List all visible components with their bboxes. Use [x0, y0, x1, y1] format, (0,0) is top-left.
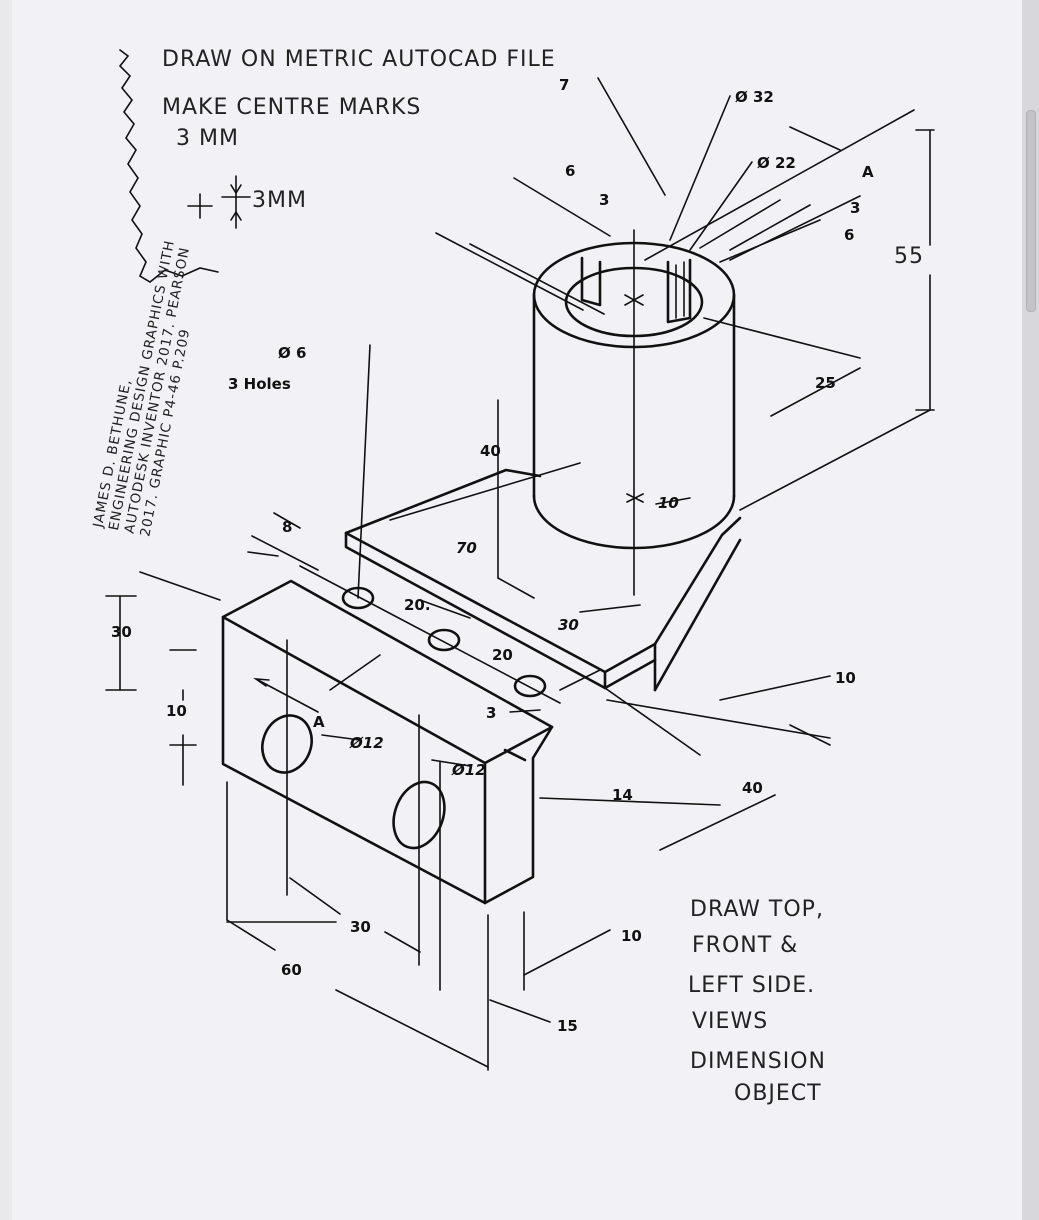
svg-text:FRONT &: FRONT &	[692, 933, 798, 958]
note-line-2: MAKE CENTRE MARKS	[162, 95, 421, 120]
svg-text:VIEWS: VIEWS	[692, 1009, 768, 1034]
dim-7: 7	[559, 76, 569, 94]
dim-30-bottom: 30	[350, 918, 371, 936]
svg-text:DIMENSION: DIMENSION	[690, 1049, 826, 1074]
dim-dia-32: Ø 32	[735, 88, 774, 106]
dim-dia-12-first: Ø12	[349, 734, 384, 752]
dim-20-first: 20.	[404, 596, 431, 614]
dim-20-second: 20	[492, 646, 513, 664]
dim-3-top: 3	[599, 191, 609, 209]
section-label-a-front: A	[313, 713, 325, 731]
wavy-bracket	[118, 49, 219, 283]
dim-70: 70	[456, 539, 477, 557]
svg-text:LEFT SIDE.: LEFT SIDE.	[688, 973, 815, 998]
dim-10-bottom: 10	[621, 927, 642, 945]
dim-15: 15	[557, 1017, 578, 1035]
note-line-1: DRAW ON METRIC AUTOCAD FILE	[162, 47, 556, 72]
paper-sheet	[12, 0, 1022, 1220]
dim-6-top: 6	[565, 162, 575, 180]
centre-mark-sketch	[187, 175, 251, 229]
note-line-3: 3 MM	[176, 126, 239, 151]
dim-40-vertical: 40	[480, 442, 501, 460]
dim-25: 25	[815, 374, 836, 392]
dim-14: 14	[612, 786, 633, 804]
instructions-note: DRAW TOP, FRONT & LEFT SIDE. VIEWS DIMEN…	[688, 897, 826, 1106]
hole-count: 3 Holes	[228, 375, 291, 393]
section-label-a-top: A	[862, 163, 874, 181]
dim-30-right: 30	[558, 616, 579, 634]
front-holes	[261, 639, 446, 966]
hole-diameter: Ø 6	[278, 344, 306, 362]
dim-40-right: 40	[742, 779, 763, 797]
dim-3-right: 3	[850, 199, 860, 217]
svg-text:DRAW TOP,: DRAW TOP,	[690, 897, 824, 922]
dim-8: 8	[282, 518, 292, 536]
top-holes	[299, 565, 561, 704]
dim-55: 55	[894, 244, 924, 269]
dim-3-notch: 3	[486, 704, 496, 722]
object-outline	[221, 241, 742, 905]
dim-10-left: 10	[166, 702, 187, 720]
dim-60: 60	[281, 961, 302, 979]
dim-10-right: 10	[835, 669, 856, 687]
dim-6-right: 6	[844, 226, 854, 244]
dimension-lines	[105, 77, 935, 1071]
cylinder-centre-marks	[624, 229, 644, 596]
scrollbar[interactable]	[1026, 110, 1036, 312]
dim-10-cyl: 10	[658, 494, 679, 512]
dim-30-left: 30	[111, 623, 132, 641]
dim-dia-22: Ø 22	[757, 154, 796, 172]
centre-mark-size: 3MM	[252, 188, 307, 213]
svg-text:OBJECT: OBJECT	[734, 1081, 822, 1106]
dim-dia-12-second: Ø12	[451, 761, 486, 779]
